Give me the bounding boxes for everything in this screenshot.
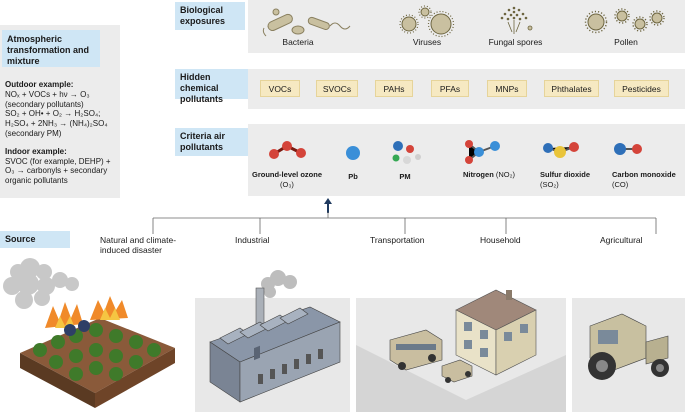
virus-icon <box>399 5 455 38</box>
source-household-label: Household <box>478 234 523 246</box>
chip-mnps: MNPs <box>487 80 527 97</box>
nitrogen-dioxide-icon <box>465 140 500 164</box>
source-connector-lines <box>152 212 657 234</box>
chip-pesticides: Pesticides <box>614 80 669 97</box>
lead-atom-icon <box>346 146 360 160</box>
criteria-label-pm: PM <box>399 172 411 181</box>
outdoor-line-3: SO₂ + OH• + O₂ → H₂SO₄; <box>5 109 101 119</box>
particulate-matter-icon <box>392 141 421 164</box>
ozone-molecule-icon <box>269 141 306 159</box>
source-natural-label: Natural and climate-induced disaster <box>98 234 200 256</box>
outdoor-heading: Outdoor example: <box>5 80 74 89</box>
factory-illustration <box>209 270 341 403</box>
transformation-text: Outdoor example: NOₓ + VOCs + hν → O₃ (s… <box>5 80 120 186</box>
chip-pfas: PFAs <box>431 80 469 97</box>
source-industrial-label: Industrial <box>233 234 272 246</box>
criteria-label-pb: Pb <box>348 172 358 181</box>
indoor-line-1: SVOC (for example, DEHP) + <box>5 156 111 166</box>
bio-label-fungal-spores: Fungal spores <box>488 37 543 47</box>
criteria-label-ozone: Ground-level ozone(O₃) <box>251 170 322 189</box>
biological-label: Biological exposures <box>175 2 245 30</box>
carbon-monoxide-icon <box>614 143 642 155</box>
chip-vocs: VOCs <box>260 80 300 97</box>
transformation-title: Atmospheric transformation and mixture <box>2 30 100 67</box>
outdoor-line-4: H₂SO₄ + 2NH₃ → (NH₄)₂SO₄ <box>5 119 108 129</box>
bacteria-icon <box>262 8 351 37</box>
source-agricultural-label: Agricultural <box>598 234 645 246</box>
transport-household-illustration <box>356 289 566 412</box>
bio-label-viruses: Viruses <box>412 37 442 47</box>
outdoor-line-5: (secondary PM) <box>5 128 62 138</box>
bio-label-bacteria: Bacteria <box>282 37 314 47</box>
chip-phthalates: Phthalates <box>544 80 599 97</box>
indoor-line-2: O₃ → carbonyls + secondary <box>5 166 108 176</box>
chip-svocs: SVOCs <box>316 80 358 97</box>
criteria-label-co: Carbon monoxide (CO) <box>612 170 676 189</box>
indoor-heading: Indoor example: <box>5 146 67 156</box>
criteria-label-sulfur: Sulfur dioxide (SO₂) <box>540 170 591 189</box>
indoor-line-3: organic pollutants <box>5 176 68 186</box>
outdoor-line-2: (secondary pollutants) <box>5 99 84 109</box>
chip-pahs: PAHs <box>375 80 413 97</box>
pollen-icon <box>584 8 665 34</box>
tractor-illustration <box>588 313 669 380</box>
source-transportation-label: Transportation <box>368 234 427 246</box>
up-arrow-icon <box>324 198 332 213</box>
bio-label-pollen: Pollen <box>614 37 638 47</box>
criteria-label-nitrogen: Nitrogen (NO₂) <box>462 170 516 179</box>
wildfire-illustration <box>3 258 175 408</box>
sulfur-dioxide-icon <box>543 142 579 158</box>
criteria-label: Criteria air pollutants <box>175 128 248 156</box>
hidden-chemical-label: Hidden chemical pollutants <box>175 69 248 104</box>
fungal-spores-icon <box>500 6 533 34</box>
outdoor-line-1: NOₓ + VOCs + hν → O₃ <box>5 89 90 99</box>
source-label: Source <box>0 231 70 248</box>
